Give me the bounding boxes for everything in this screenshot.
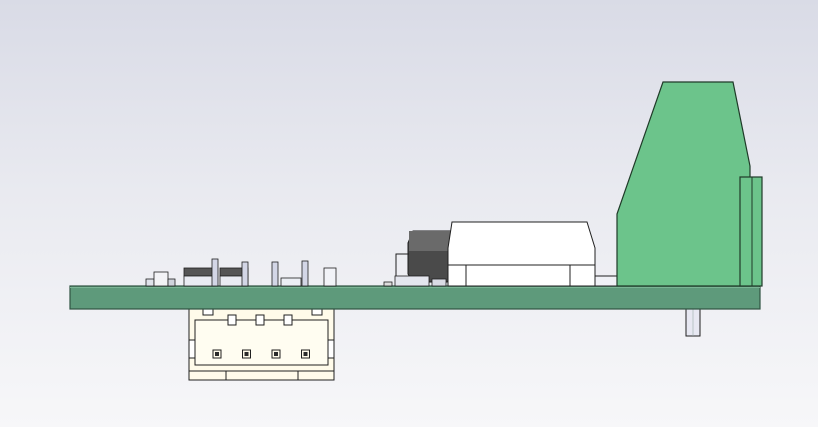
ic-package [394,230,453,287]
terminal-block [616,81,763,287]
header-connector [188,308,335,381]
header-pin-core [215,352,219,356]
header-pin-core [274,352,278,356]
pcb-board [69,285,761,310]
header-pin-core [303,352,308,356]
smd-components [145,267,393,287]
through-hole-pins [211,258,309,287]
header-pins [212,349,310,359]
header-pin-core [244,352,249,356]
relay [447,221,618,287]
